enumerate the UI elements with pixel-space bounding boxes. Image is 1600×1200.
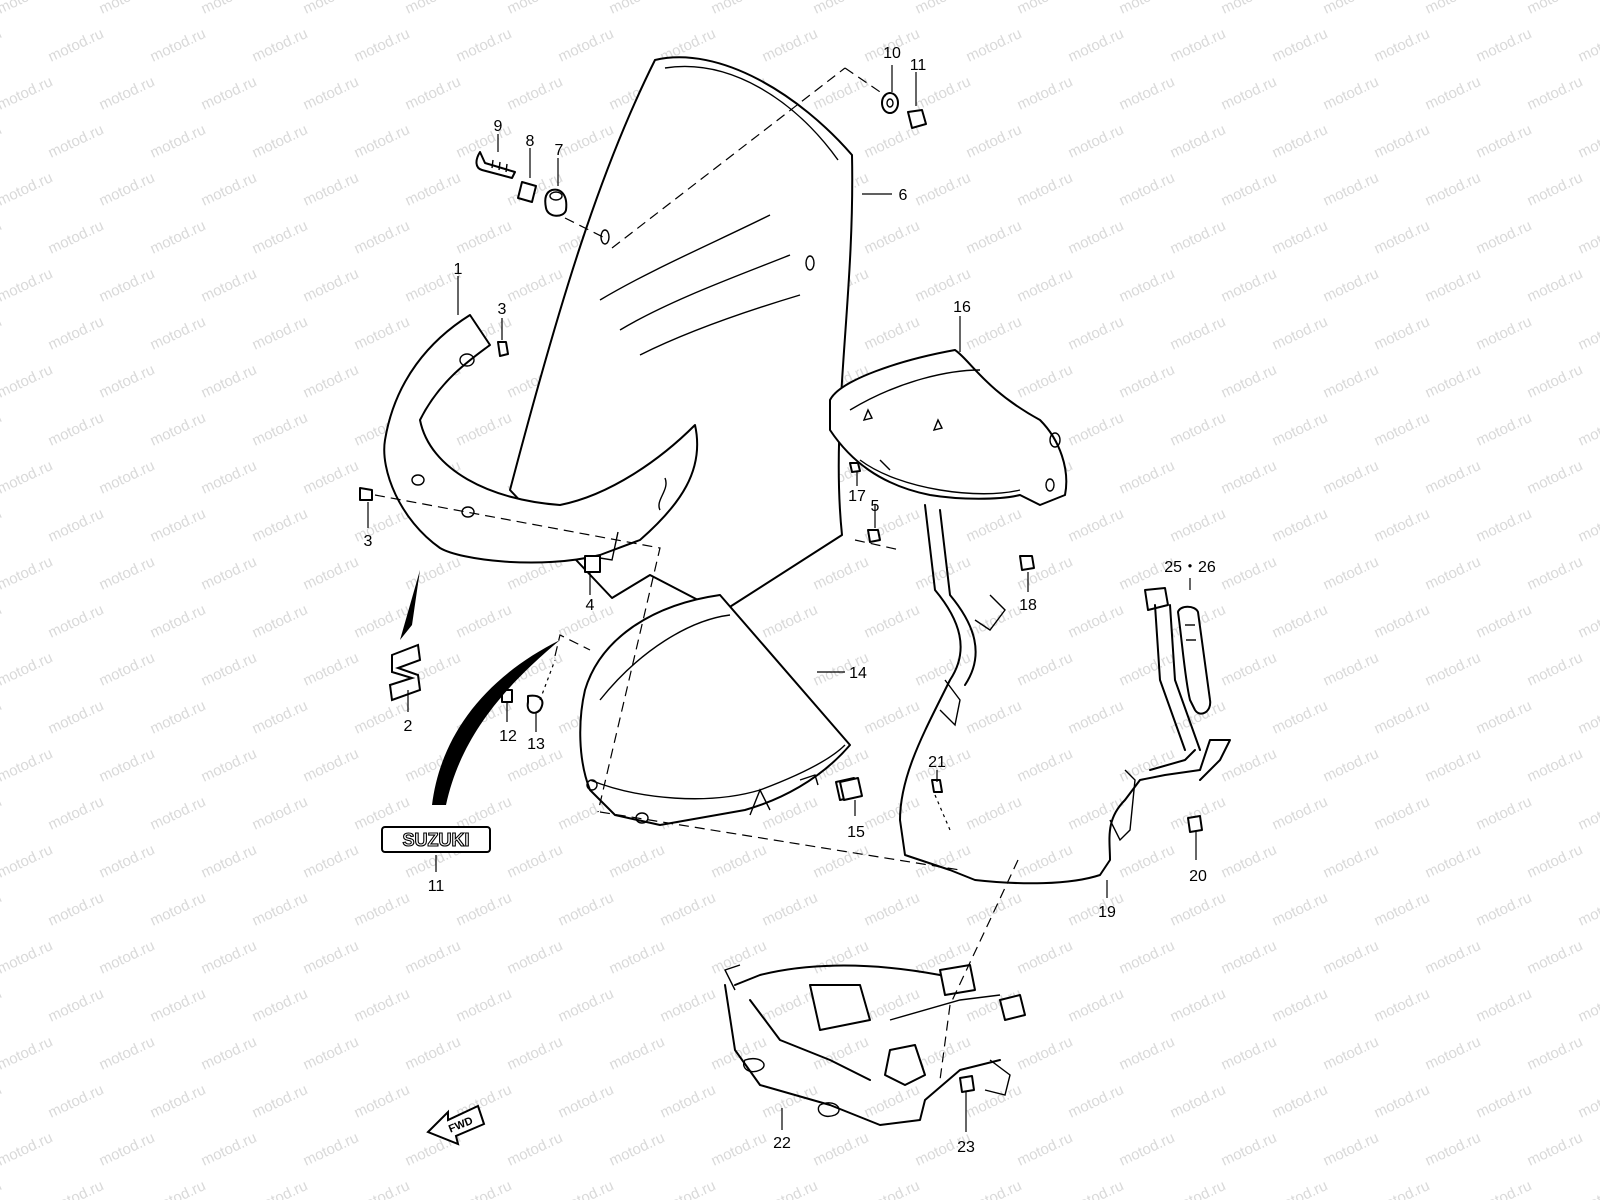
callout-13: 12 bbox=[499, 728, 517, 745]
callout-8: 8 bbox=[526, 133, 535, 150]
callout-15: 14 bbox=[849, 665, 867, 682]
suzuki-emblem-text: SUZUKI bbox=[403, 830, 470, 850]
tag-part bbox=[839, 777, 863, 801]
callout-4: 4 bbox=[586, 597, 595, 614]
callout-10: 10 bbox=[883, 45, 901, 62]
callout-24: 23 bbox=[957, 1139, 975, 1156]
callout-19: 18 bbox=[1019, 597, 1037, 614]
callout-20: 19 bbox=[1098, 904, 1116, 921]
meter-cover-part bbox=[829, 349, 1068, 506]
callout-22: 21 bbox=[928, 754, 946, 771]
callout-18: 17 bbox=[848, 488, 866, 505]
callout-5: 5 bbox=[871, 498, 880, 515]
callout-2: 2 bbox=[404, 718, 413, 735]
alignment-lines bbox=[374, 67, 1019, 1081]
leader-lines bbox=[367, 65, 1197, 1132]
callout-16: 15 bbox=[847, 824, 865, 841]
callout-14: 13 bbox=[527, 736, 545, 753]
headlight-housing-part bbox=[579, 594, 851, 826]
suzuki-emblem-part: SUZUKI bbox=[381, 826, 491, 853]
decal-stripe bbox=[432, 640, 560, 805]
callout-11: 11 bbox=[910, 57, 927, 74]
callout-12: 11 bbox=[428, 878, 445, 895]
callout-17: 16 bbox=[953, 299, 971, 316]
callout-25-26: 25・26 bbox=[1164, 559, 1216, 576]
callout-3b: 3 bbox=[364, 533, 373, 550]
lower-bracket-part bbox=[724, 964, 1026, 1126]
callout-23: 22 bbox=[773, 1135, 791, 1152]
fwd-arrow: FWD bbox=[426, 1104, 486, 1146]
cowl-stay-part bbox=[899, 504, 1231, 885]
callout-3a: 3 bbox=[498, 301, 507, 318]
front-cowl-part bbox=[383, 314, 699, 564]
callout-labels: 10 11 9 8 7 6 1 3 3 4 5 17 16 18 25・26 1… bbox=[364, 45, 1216, 1156]
callout-6: 6 bbox=[899, 187, 908, 204]
windscreen-part bbox=[509, 56, 854, 613]
callout-9: 9 bbox=[494, 118, 503, 135]
callout-1: 1 bbox=[454, 261, 463, 278]
callout-21: 20 bbox=[1189, 868, 1207, 885]
fasteners bbox=[359, 92, 1203, 1093]
callout-7: 7 bbox=[555, 142, 564, 159]
s-emblem-part bbox=[388, 570, 422, 702]
bracket-part bbox=[1144, 587, 1212, 751]
